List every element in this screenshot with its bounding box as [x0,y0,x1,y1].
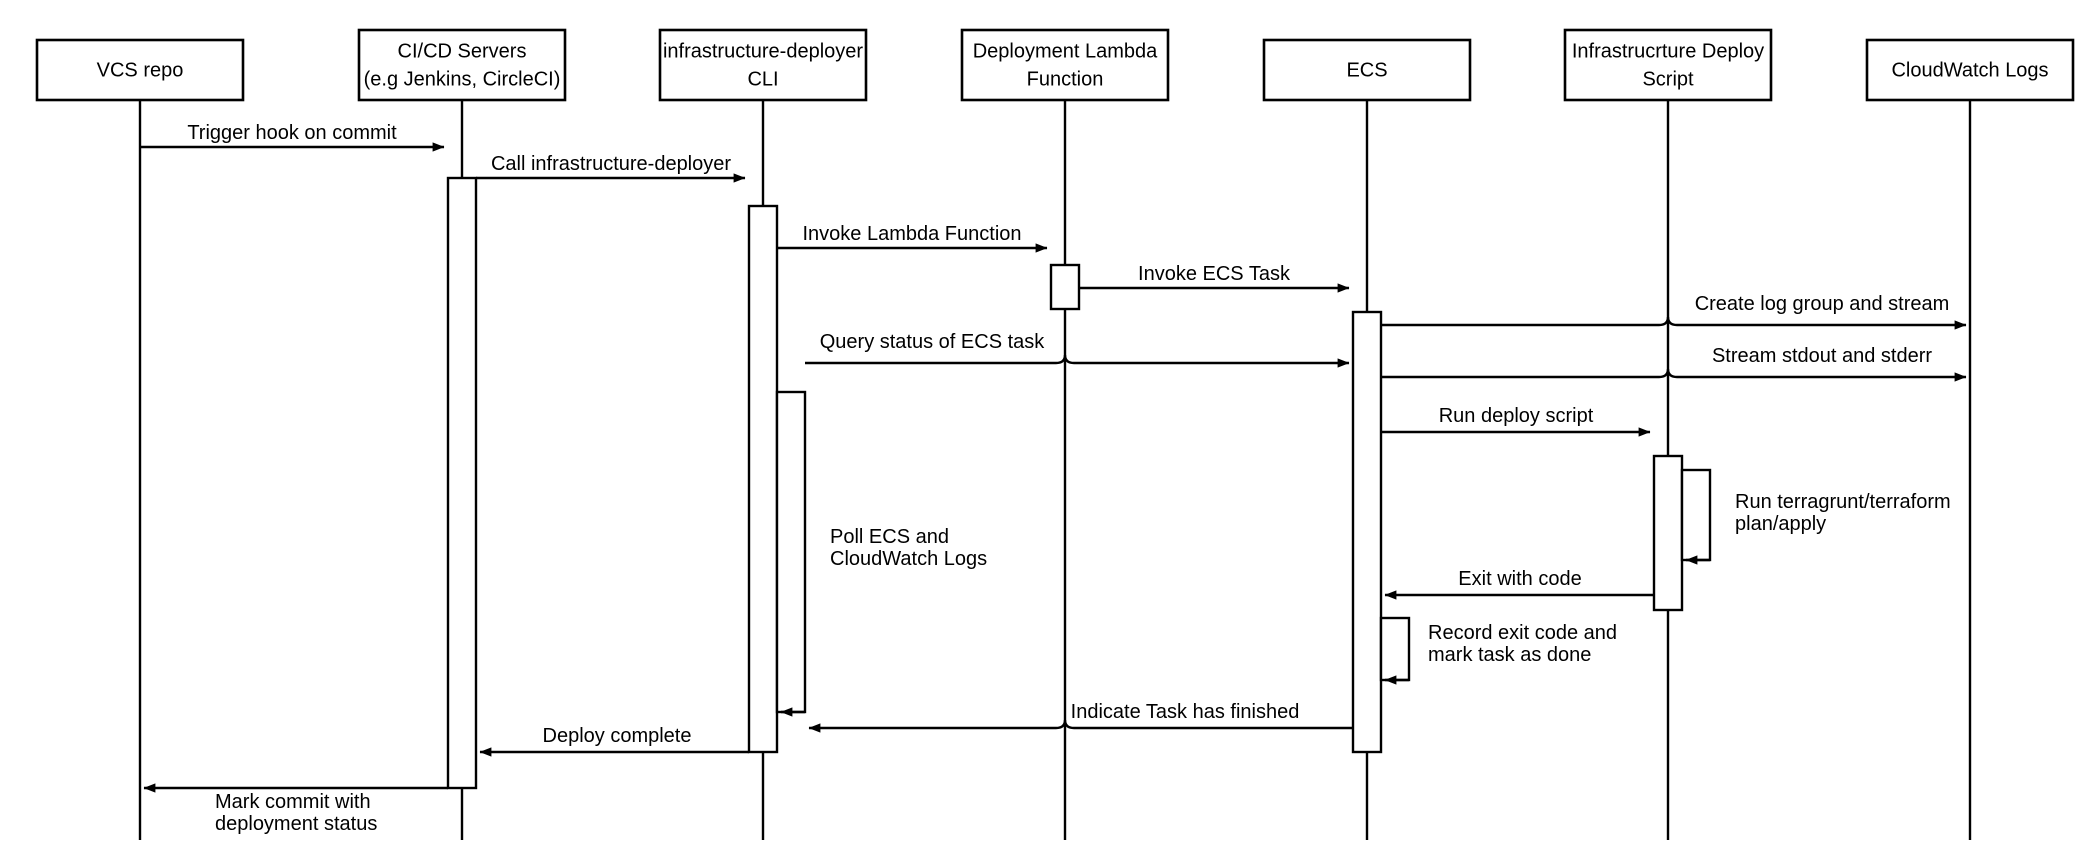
participant-label-script-line1: Infrastrucrture Deploy [1572,40,1764,62]
participant-label-cli-line2: CLI [747,68,778,90]
message-create-log-group-and-stream[interactable]: Create log group and stream [1381,293,1967,330]
participant-cli[interactable]: infrastructure-deployer CLI [658,28,868,102]
message-invoke-lambda-function[interactable]: Invoke Lambda Function [777,223,1048,253]
message-mark-commit-with-deployment-status[interactable]: Mark commit with deployment status [143,783,448,835]
participant-label-cicd-line2: (e.g Jenkins, CircleCI) [364,68,561,90]
participant-box-cicd[interactable] [357,28,567,102]
activation-ecs-record [1379,616,1411,682]
participant-box-vcs[interactable] [35,38,245,102]
message-label-query-status-of-ecs-task: Query status of ECS task [820,331,1046,353]
activations-group [446,176,1712,790]
participant-ecs[interactable]: ECS [1262,38,1472,102]
participant-label-cwlogs: CloudWatch Logs [1891,59,2048,81]
participant-label-vcs: VCS repo [97,59,184,81]
message-label-mark-commit-line1: Mark commit with [215,791,371,813]
message-arrow [805,354,1350,368]
activation-lambda [1049,263,1081,311]
message-label-deploy-complete: Deploy complete [543,725,692,747]
message-label-record-exit-line2: mark task as done [1428,644,1591,666]
message-label-terragrunt-line2: plan/apply [1735,513,1826,535]
message-label-call-infrastructure-deployer: Call infrastructure-deployer [491,153,731,175]
participant-cwlogs[interactable]: CloudWatch Logs [1865,38,2075,102]
message-arrow [1381,316,1967,330]
message-label-mark-commit-line2: deployment status [215,813,377,835]
message-call-infrastructure-deployer[interactable]: Call infrastructure-deployer [476,153,746,183]
message-trigger-hook-on-commit[interactable]: Trigger hook on commit [140,122,445,152]
message-label-trigger-hook-on-commit: Trigger hook on commit [187,122,397,144]
participant-box-ecs[interactable] [1262,38,1472,102]
message-label-invoke-ecs-task: Invoke ECS Task [1138,263,1291,285]
activation-cicd [446,176,478,790]
participant-box-script[interactable] [1563,28,1773,102]
activation-script [1652,454,1684,612]
activation-ecs [1351,310,1383,754]
message-label-indicate-task-has-finished: Indicate Task has finished [1071,701,1300,723]
participant-lambda[interactable]: Deployment Lambda Function [960,28,1170,102]
participant-box-cli[interactable] [658,28,868,102]
message-label-invoke-lambda-function: Invoke Lambda Function [802,223,1021,245]
message-label-terragrunt-line1: Run terragrunt/terraform [1735,491,1951,513]
activation-cli-poll [775,390,807,714]
message-label-stream-stdout-and-stderr: Stream stdout and stderr [1712,345,1932,367]
message-label-run-deploy-script: Run deploy script [1439,405,1594,427]
participant-cicd[interactable]: CI/CD Servers (e.g Jenkins, CircleCI) [357,28,567,102]
participant-label-cicd-line1: CI/CD Servers [398,40,527,62]
message-indicate-task-has-finished[interactable]: Indicate Task has finished [808,701,1353,733]
message-query-status-of-ecs-task[interactable]: Query status of ECS task [805,331,1350,368]
activation-script-terragrunt [1680,468,1712,562]
participant-box-cwlogs[interactable] [1865,38,2075,102]
participant-label-ecs: ECS [1346,59,1387,81]
activation-cli [747,204,779,754]
message-label-exit-with-code: Exit with code [1458,568,1581,590]
participant-script[interactable]: Infrastrucrture Deploy Script [1563,28,1773,102]
message-stream-stdout-and-stderr[interactable]: Stream stdout and stderr [1381,345,1967,382]
message-record-exit-code-and-mark-task-as-done[interactable]: Record exit code and mark task as done [1384,622,1617,685]
message-deploy-complete[interactable]: Deploy complete [479,725,749,757]
participant-label-lambda-line1: Deployment Lambda [973,40,1158,62]
participant-label-script-line2: Script [1642,68,1694,90]
message-invoke-ecs-task[interactable]: Invoke ECS Task [1079,263,1350,293]
participant-vcs[interactable]: VCS repo [35,38,245,102]
message-poll-ecs-and-cloudwatch-logs[interactable]: Poll ECS and CloudWatch Logs [780,526,987,717]
message-label-poll-ecs-line2: CloudWatch Logs [830,548,987,570]
message-arrow [1381,368,1967,382]
message-arrow [808,719,1353,733]
participant-box-lambda[interactable] [960,28,1170,102]
message-run-terragrunt-terraform-plan-apply[interactable]: Run terragrunt/terraform plan/apply [1685,491,1951,565]
message-label-create-log-group-and-stream: Create log group and stream [1695,293,1950,315]
participant-label-lambda-line2: Function [1027,68,1104,90]
message-run-deploy-script[interactable]: Run deploy script [1381,405,1651,437]
message-label-record-exit-line1: Record exit code and [1428,622,1617,644]
participant-label-cli-line1: infrastructure-deployer [663,40,863,62]
message-exit-with-code[interactable]: Exit with code [1384,568,1654,600]
message-label-poll-ecs-line1: Poll ECS and [830,526,949,548]
